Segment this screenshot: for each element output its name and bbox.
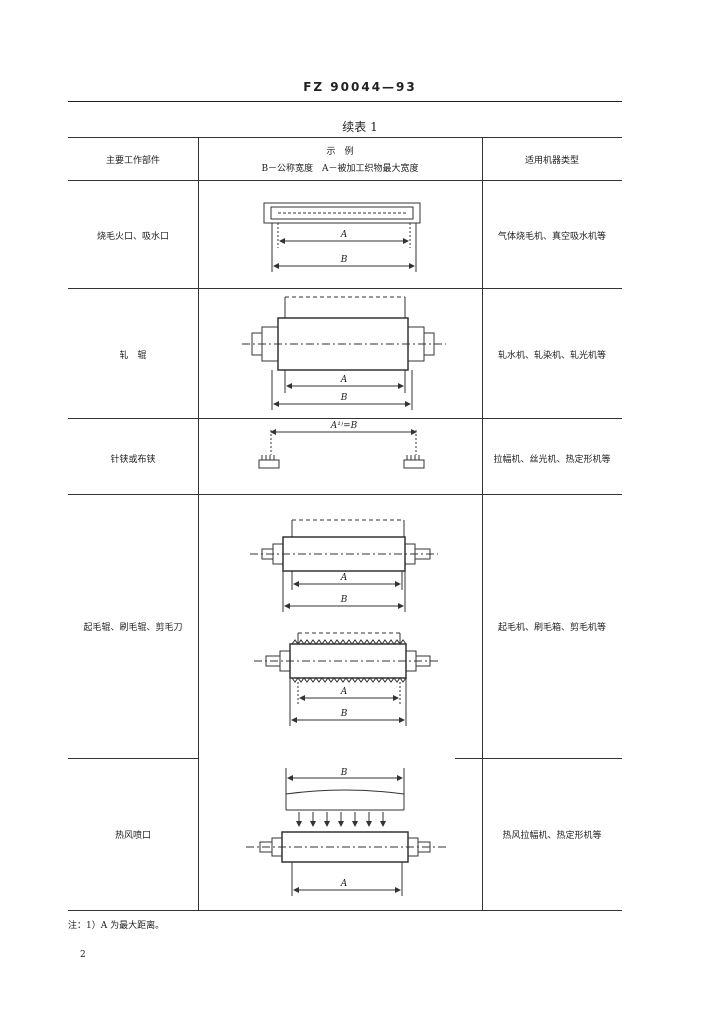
dimension-label-a: A bbox=[340, 687, 348, 697]
column-divider bbox=[482, 137, 483, 910]
header-component: 主要工作部件 bbox=[105, 156, 160, 166]
row-component: 起毛辊、刷毛辊、剪毛刀 bbox=[83, 623, 183, 633]
row-component: 烧毛火口、吸水口 bbox=[96, 232, 169, 242]
header-example-legend: B－公称宽度 A－被加工织物最大宽度 bbox=[261, 164, 419, 174]
header-machine-types: 适用机器类型 bbox=[524, 156, 579, 166]
pin-clip-chain-diagram bbox=[258, 429, 425, 469]
row-machines: 气体烧毛机、真空吸水机等 bbox=[497, 232, 606, 242]
raising-roll-diagram bbox=[250, 519, 438, 612]
row-machines: 起毛机、刷毛箱、剪毛机等 bbox=[497, 623, 606, 633]
row-machines: 拉幅机、丝光机、热定形机等 bbox=[493, 455, 611, 465]
row-divider bbox=[68, 418, 622, 419]
row-component: 轧 辊 bbox=[119, 351, 147, 361]
page-number: 2 bbox=[80, 950, 86, 960]
dimension-label-b: B bbox=[340, 595, 348, 605]
table-title: 续表 1 bbox=[342, 120, 378, 134]
nip-roll-diagram bbox=[242, 296, 446, 410]
row-machines: 热风拉幅机、热定形机等 bbox=[502, 831, 602, 841]
row-component: 热风喷口 bbox=[114, 831, 151, 841]
hot-air-nozzle-diagram bbox=[246, 768, 446, 896]
row-component: 针铗或布铗 bbox=[110, 455, 156, 465]
dimension-label-b: B bbox=[340, 393, 348, 403]
header-bottom-border bbox=[68, 180, 622, 181]
table-top-border bbox=[68, 137, 622, 138]
shearing-cylinder-diagram bbox=[254, 632, 440, 726]
dimension-label-a: A bbox=[340, 879, 348, 889]
footnote: 注：1）A 为最大距离。 bbox=[68, 921, 165, 931]
dimension-label-a: A bbox=[340, 230, 348, 240]
column-divider bbox=[198, 137, 199, 910]
table-bottom-border bbox=[68, 910, 622, 911]
burner-suction-mouth-diagram bbox=[263, 202, 421, 272]
document-code: FZ 90044—93 bbox=[303, 80, 417, 94]
row-divider bbox=[68, 758, 198, 759]
row-divider bbox=[68, 494, 622, 495]
dimension-label-b: B bbox=[340, 709, 348, 719]
dimension-label-b: B bbox=[340, 255, 348, 265]
dimension-label-b: B bbox=[340, 768, 348, 778]
dimension-label-a: A bbox=[340, 375, 348, 385]
row-divider bbox=[68, 288, 622, 289]
row-machines: 轧水机、轧染机、轧光机等 bbox=[497, 351, 606, 361]
dimension-label-a: A bbox=[340, 573, 348, 583]
header-rule bbox=[68, 101, 622, 102]
header-example-title: 示 例 bbox=[326, 147, 354, 157]
dimension-label-a-equals-b: A¹⁾=B bbox=[330, 420, 358, 431]
row-divider bbox=[455, 758, 622, 759]
